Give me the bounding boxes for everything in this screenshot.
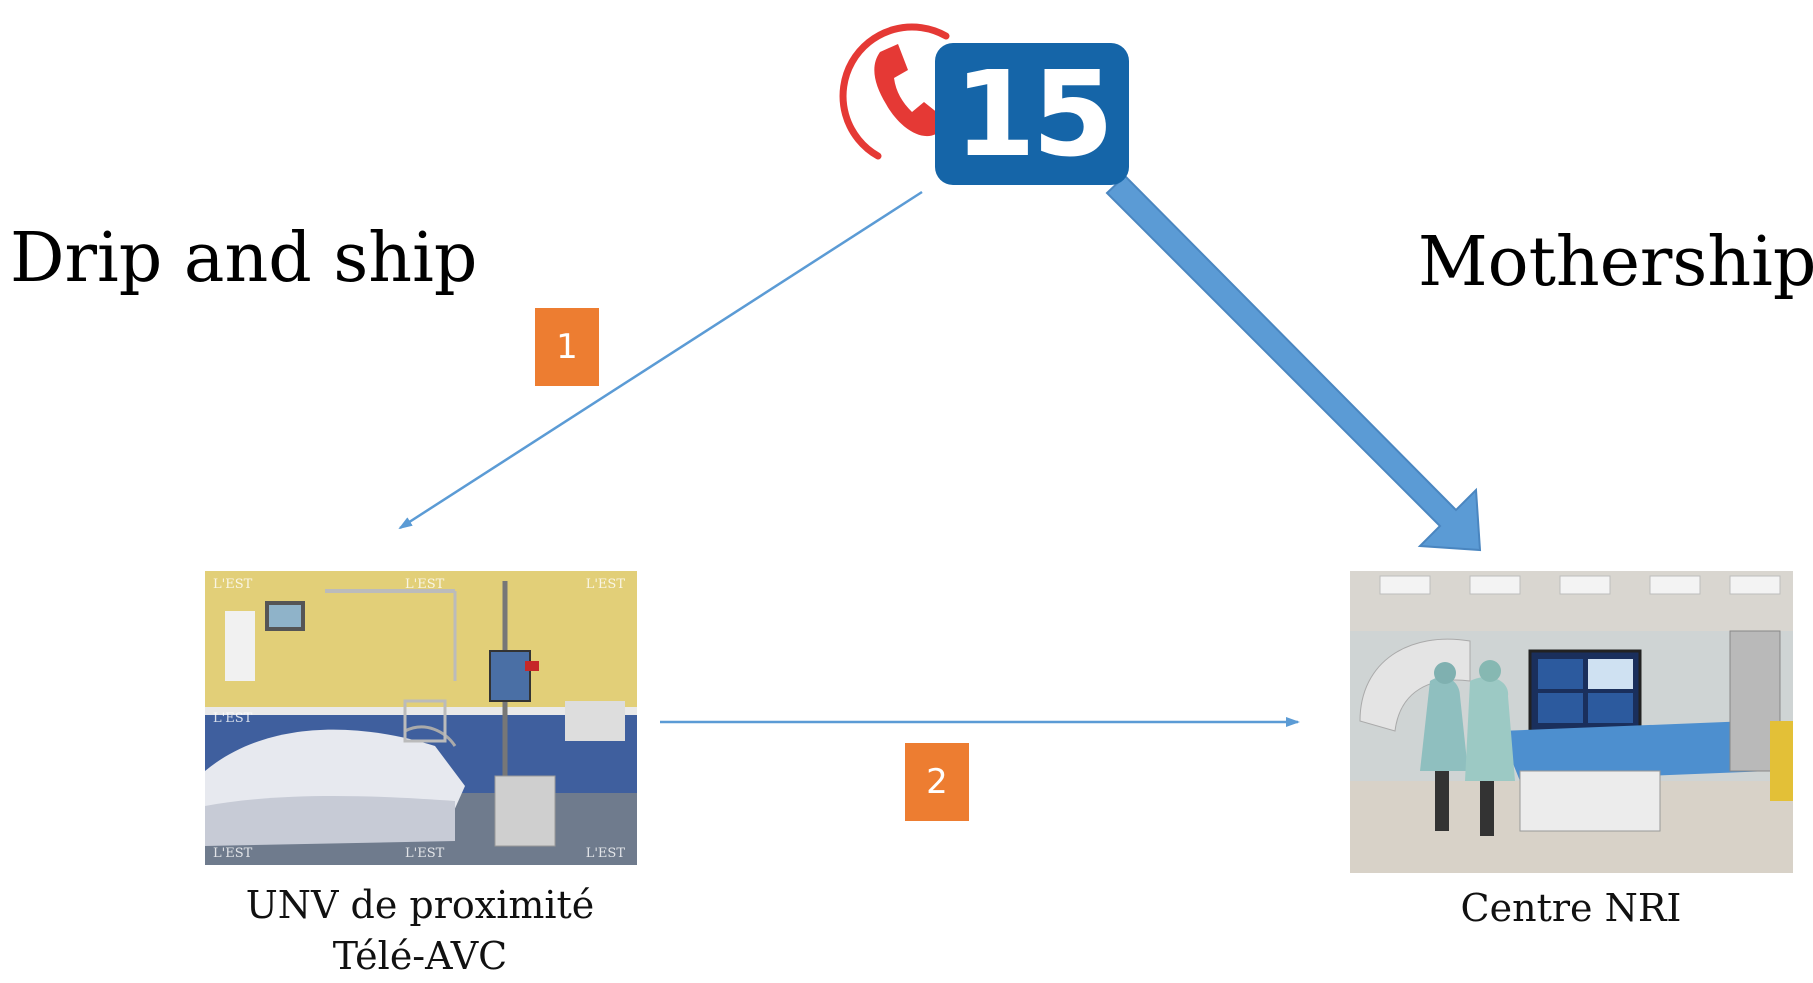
nri-suite-photo (1350, 571, 1793, 873)
emergency-number-box: 15 (935, 43, 1129, 185)
watermark: L'EST (213, 711, 253, 726)
arrow-samu-to-nri (1105, 174, 1482, 552)
unv-site-subtitle: Télé-AVC (332, 934, 508, 979)
nri-site-label: Centre NRI (1371, 883, 1771, 934)
phone-icon (839, 23, 950, 160)
arrow-samu-to-unv (398, 190, 923, 530)
step-badge-2: 2 (905, 743, 969, 821)
step-badge-1: 1 (535, 308, 599, 386)
unv-site-name: UNV de proximité (245, 883, 595, 927)
watermark: L'EST (405, 577, 445, 592)
watermark: L'EST (405, 846, 445, 861)
watermark: L'EST (213, 577, 253, 592)
unv-site-label: UNV de proximité Télé-AVC (180, 880, 660, 983)
samu-15-logo: 15 (828, 8, 1129, 185)
watermark: L'EST (585, 846, 625, 861)
watermark: L'EST (213, 846, 253, 861)
unv-room-photo: L'EST L'EST L'EST L'EST L'EST L'EST L'ES… (205, 571, 637, 865)
mothership-title: Mothership (1418, 223, 1813, 302)
emergency-number: 15 (953, 45, 1114, 183)
nri-site-name: Centre NRI (1460, 886, 1682, 930)
drip-and-ship-title: Drip and ship (10, 219, 478, 298)
watermark: L'EST (585, 577, 625, 592)
